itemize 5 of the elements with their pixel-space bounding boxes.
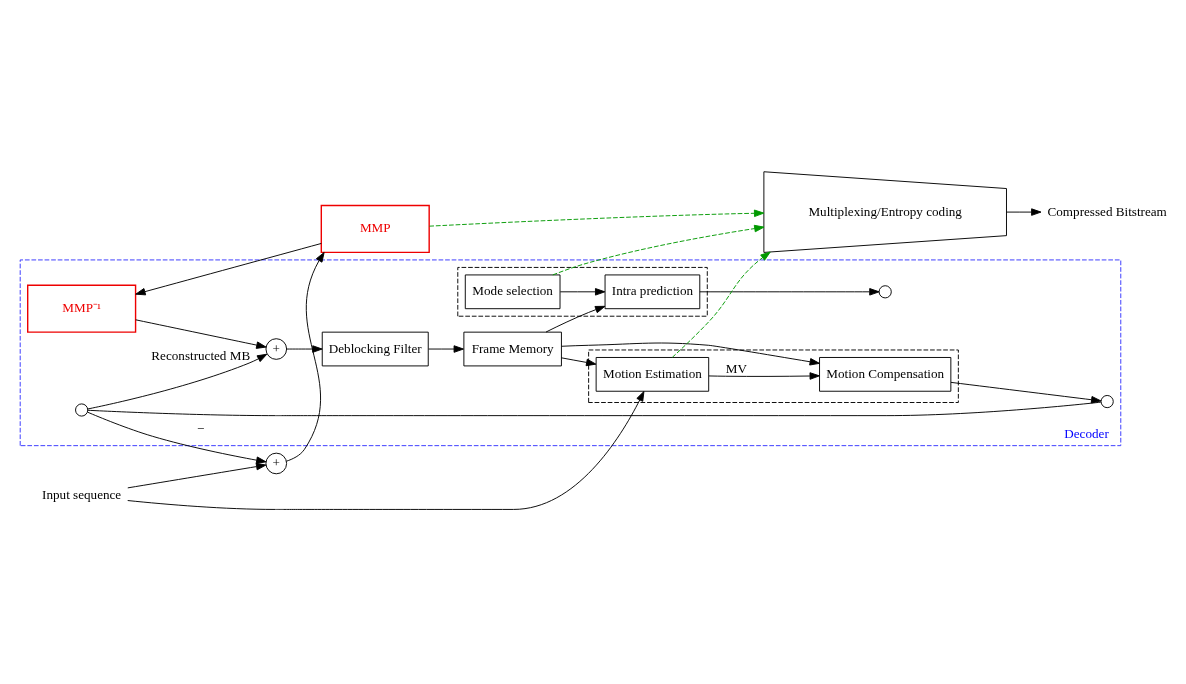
edge-label: Reconstructed MB <box>151 347 251 363</box>
node-text: Input sequence <box>42 486 122 502</box>
edge-label: MV <box>725 360 747 376</box>
node-text: Compressed Bitstream <box>1047 203 1167 219</box>
edge-label: − <box>197 420 205 436</box>
